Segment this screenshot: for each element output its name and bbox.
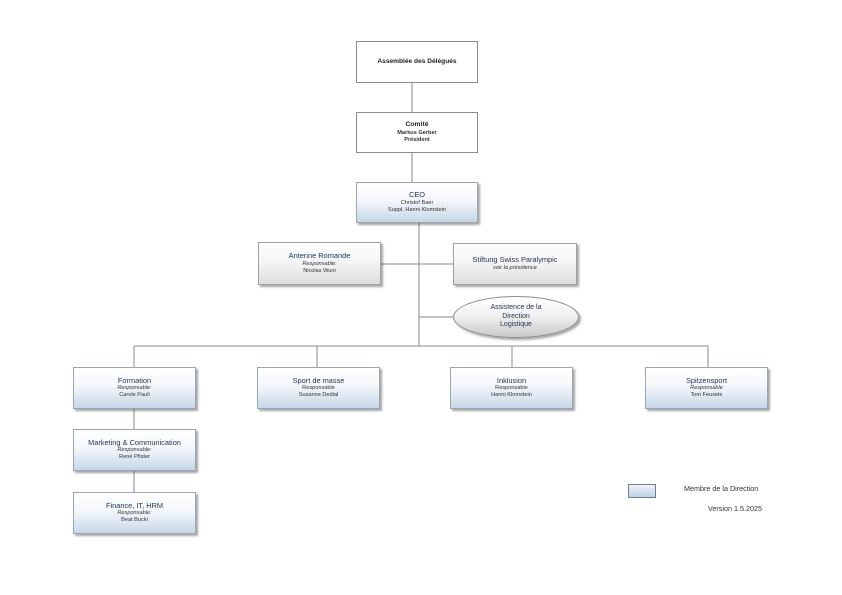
sport-masse-responsable-label: Responsable [302, 385, 335, 392]
sport-masse-title: Sport de masse [292, 375, 345, 385]
box-finance: Finance, IT, HRM Responsable: Beat Bucki [73, 492, 196, 534]
stiftung-title: Stiftung Swiss Paralympic [472, 255, 558, 265]
box-marketing: Marketing & Communication Responsable: R… [73, 429, 196, 471]
formation-name: Carole Pauli [119, 392, 150, 399]
spitzensport-responsable-label: Responsable [690, 385, 723, 392]
box-spitzensport: Spitzensport Responsable Tom Feusele [645, 367, 768, 409]
marketing-responsable-label: Responsable: [117, 447, 152, 454]
antenne-name: Nicolas Wuni [303, 267, 336, 274]
assistance-line3: Logistique [500, 321, 532, 329]
box-ceo: CEO Christof Baer Suppl. Hanni Klomstein [356, 182, 478, 223]
box-assemblee: Assemblée des Délégués [356, 41, 478, 83]
box-comite: Comité Markus Gerber Président [356, 112, 478, 153]
marketing-title: Marketing & Communication [88, 437, 181, 447]
comite-title: Comité [405, 121, 429, 129]
antenne-title: Antenne Romande [288, 251, 351, 261]
inklusion-title: Inklusion [496, 375, 527, 385]
legend-label: Membre de la Direction [684, 484, 759, 493]
inklusion-responsable-label: Responsable [495, 385, 528, 392]
legend-swatch [628, 484, 656, 498]
formation-responsable-label: Responsable: [117, 385, 152, 392]
box-formation: Formation Responsable: Carole Pauli [73, 367, 196, 409]
spitzensport-title: Spitzensport [685, 375, 728, 385]
antenne-responsable-label: Responsable: [302, 260, 337, 267]
assistance-line2: Direction [502, 312, 530, 320]
finance-responsable-label: Responsable: [117, 510, 152, 517]
finance-name: Beat Bucki [121, 517, 148, 524]
spitzensport-name: Tom Feusele [690, 392, 723, 399]
ceo-name: Christof Baer [400, 199, 434, 206]
box-stiftung: Stiftung Swiss Paralympic voir la présid… [453, 243, 577, 285]
ceo-deputy: Suppl. Hanni Klomstein [387, 206, 447, 213]
assistance-line1: Assistence de la [490, 304, 542, 312]
formation-title: Formation [117, 375, 152, 385]
inklusion-name: Hanni Klomstein [491, 392, 532, 399]
sport-masse-name: Susanne Dedial [298, 392, 339, 399]
box-sport-masse: Sport de masse Responsable Susanne Dedia… [257, 367, 380, 409]
ceo-title: CEO [408, 190, 425, 200]
assemblee-title: Assemblée des Délégués [377, 58, 457, 66]
marketing-name: René Pfister [119, 454, 150, 461]
stiftung-note: voir la présidence [493, 264, 537, 271]
box-inklusion: Inklusion Responsable Hanni Klomstein [450, 367, 573, 409]
comite-role: Président [404, 136, 430, 143]
finance-title: Finance, IT, HRM [105, 500, 164, 510]
ellipse-assistance: Assistence de la Direction Logistique [453, 296, 579, 338]
version-label: Version 1.5.2025 [708, 504, 762, 513]
box-antenne-romande: Antenne Romande Responsable: Nicolas Wun… [258, 242, 381, 285]
comite-name: Markus Gerber [397, 129, 437, 136]
